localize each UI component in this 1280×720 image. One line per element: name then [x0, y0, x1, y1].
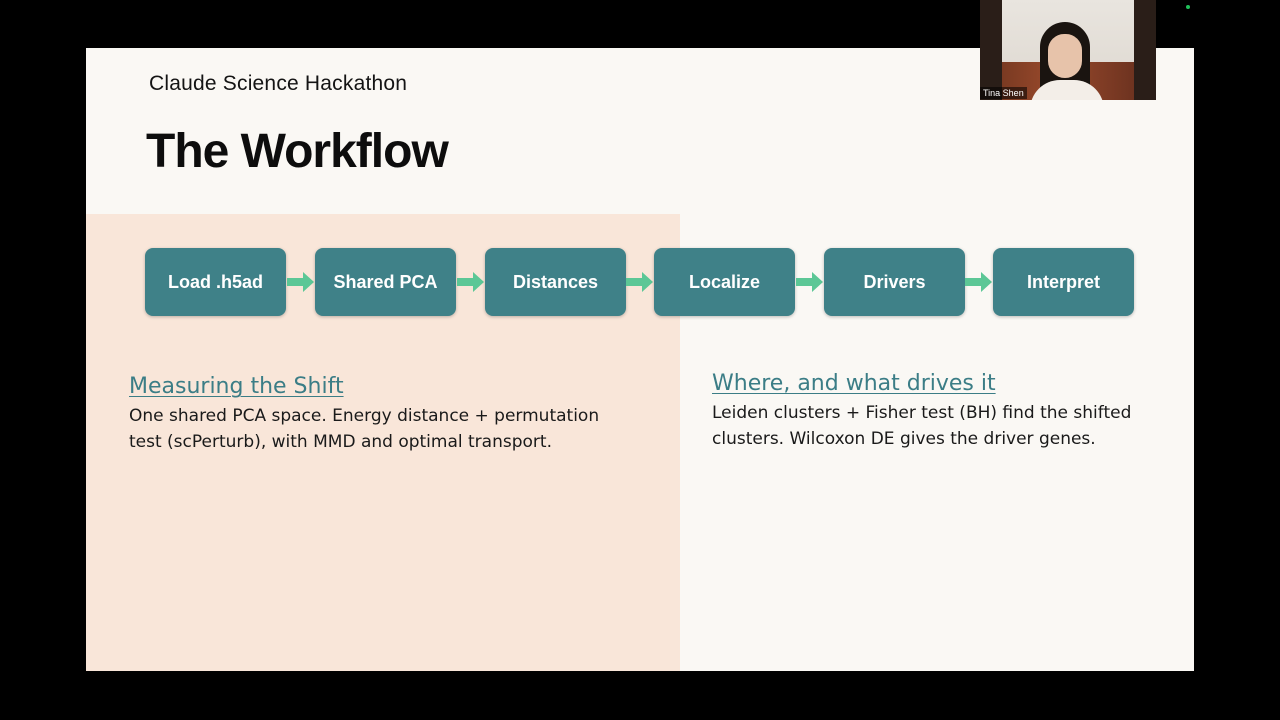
section-heading-measuring[interactable]: Measuring the Shift: [129, 374, 344, 399]
body-line: test (scPerturb), with MMD and optimal t…: [129, 432, 552, 452]
section-body-measuring: One shared PCA space. Energy distance + …: [129, 403, 609, 455]
slide-title: The Workflow: [146, 125, 449, 178]
arrow-right-icon: [796, 272, 823, 292]
participant-video-tile[interactable]: Tina Shen: [980, 0, 1156, 100]
body-line: One shared PCA space. Energy distance + …: [129, 406, 600, 426]
arrow-right-icon: [965, 272, 992, 292]
participant-face: [1048, 34, 1082, 78]
workflow-step-interpret: Interpret: [993, 248, 1134, 316]
participant-name-label: Tina Shen: [980, 87, 1027, 99]
workflow-diagram: Load .h5ad Shared PCA Distances Localize…: [145, 248, 1135, 316]
workflow-step-load: Load .h5ad: [145, 248, 286, 316]
workflow-step-localize: Localize: [654, 248, 795, 316]
section-heading-where[interactable]: Where, and what drives it: [712, 371, 996, 396]
section-measuring-shift: Measuring the Shift One shared PCA space…: [129, 374, 609, 455]
recording-status-dot: [1186, 5, 1190, 9]
participant-body: [1030, 80, 1104, 100]
section-where-drives: Where, and what drives it Leiden cluster…: [712, 371, 1192, 452]
workflow-step-shared-pca: Shared PCA: [315, 248, 456, 316]
workflow-step-distances: Distances: [485, 248, 626, 316]
body-line: Leiden clusters + Fisher test (BH) find …: [712, 403, 1132, 423]
section-body-where: Leiden clusters + Fisher test (BH) find …: [712, 400, 1192, 452]
arrow-right-icon: [626, 272, 653, 292]
slide-kicker: Claude Science Hackathon: [149, 72, 408, 95]
workflow-step-drivers: Drivers: [824, 248, 965, 316]
arrow-right-icon: [287, 272, 314, 292]
arrow-right-icon: [457, 272, 484, 292]
presentation-slide: Claude Science Hackathon The Workflow Lo…: [86, 48, 1194, 671]
body-line: clusters. Wilcoxon DE gives the driver g…: [712, 429, 1096, 449]
